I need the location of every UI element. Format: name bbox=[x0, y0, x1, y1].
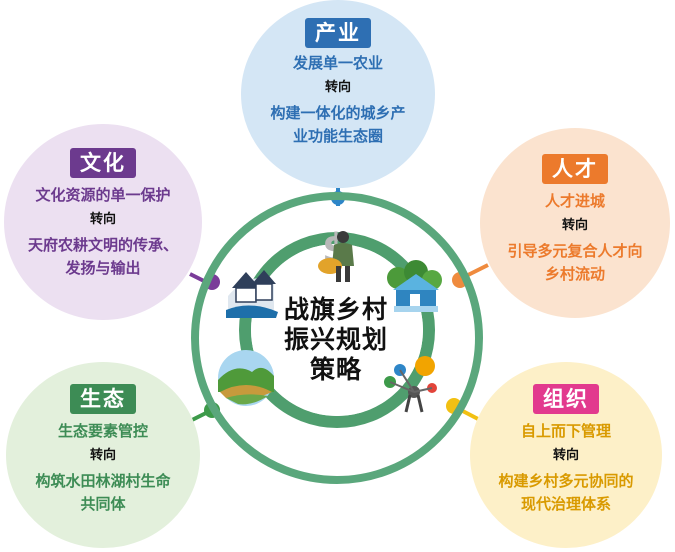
node-ecology: 生态 生态要素管控 转向 构筑水田林湖村生命 共同体 bbox=[6, 362, 200, 548]
industry-to-1: 构建一体化的城乡产 bbox=[270, 104, 406, 122]
outer-ring bbox=[191, 192, 483, 484]
tag-ecology: 生态 bbox=[70, 384, 136, 414]
inner-disc bbox=[251, 244, 423, 416]
industry-turn: 转向 bbox=[324, 80, 351, 95]
talent-to-2: 乡村流动 bbox=[544, 265, 605, 283]
tag-industry: 产业 bbox=[305, 18, 371, 48]
industry-from: 发展单一农业 bbox=[292, 54, 383, 72]
organization-turn: 转向 bbox=[552, 448, 579, 463]
node-organization: 组织 自上而下管理 转向 构建乡村多元协同的 现代治理体系 bbox=[470, 362, 662, 548]
farmland-landscape-icon bbox=[218, 350, 274, 406]
node-culture: 文化 文化资源的单一保护 转向 天府农耕文明的传承、 发扬与输出 bbox=[4, 124, 202, 320]
tag-talent: 人才 bbox=[542, 154, 608, 184]
tag-culture: 文化 bbox=[70, 148, 136, 178]
center-title: 战旗乡村 振兴规划 策略 bbox=[272, 295, 400, 385]
talent-from: 人才进城 bbox=[544, 192, 605, 210]
traditional-buildings-icon bbox=[226, 270, 278, 318]
node-industry: 产业 发展单一农业 转向 构建一体化的城乡产 业功能生态圈 bbox=[241, 0, 435, 188]
ecology-turn: 转向 bbox=[89, 448, 116, 463]
ecology-to-2: 共同体 bbox=[80, 495, 126, 513]
center-title-line-2: 振兴规划 bbox=[283, 325, 388, 354]
people-network-icon bbox=[384, 356, 437, 413]
industry-to-2: 业功能生态圈 bbox=[292, 127, 383, 145]
inner-ring bbox=[239, 232, 435, 428]
village-houses-icon bbox=[387, 260, 442, 312]
culture-from: 文化资源的单一保护 bbox=[35, 186, 171, 204]
center-title-line-1: 战旗乡村 bbox=[283, 295, 388, 324]
talent-turn: 转向 bbox=[561, 218, 588, 233]
culture-to-2: 发扬与输出 bbox=[65, 259, 141, 277]
ecology-from: 生态要素管控 bbox=[57, 422, 148, 440]
farmer-money-icon: $ bbox=[318, 226, 354, 282]
culture-to-1: 天府农耕文明的传承、 bbox=[27, 236, 178, 254]
organization-from: 自上而下管理 bbox=[520, 422, 611, 440]
organization-to-2: 现代治理体系 bbox=[520, 495, 611, 513]
node-talent: 人才 人才进城 转向 引导多元复合人才向 乡村流动 bbox=[480, 128, 670, 318]
tag-organization: 组织 bbox=[533, 384, 599, 414]
center-title-line-3: 策略 bbox=[309, 355, 362, 384]
organization-to-1: 构建乡村多元协同的 bbox=[498, 472, 634, 490]
talent-to-1: 引导多元复合人才向 bbox=[507, 242, 643, 260]
ecology-to-1: 构筑水田林湖村生命 bbox=[35, 472, 171, 490]
culture-turn: 转向 bbox=[89, 212, 116, 227]
